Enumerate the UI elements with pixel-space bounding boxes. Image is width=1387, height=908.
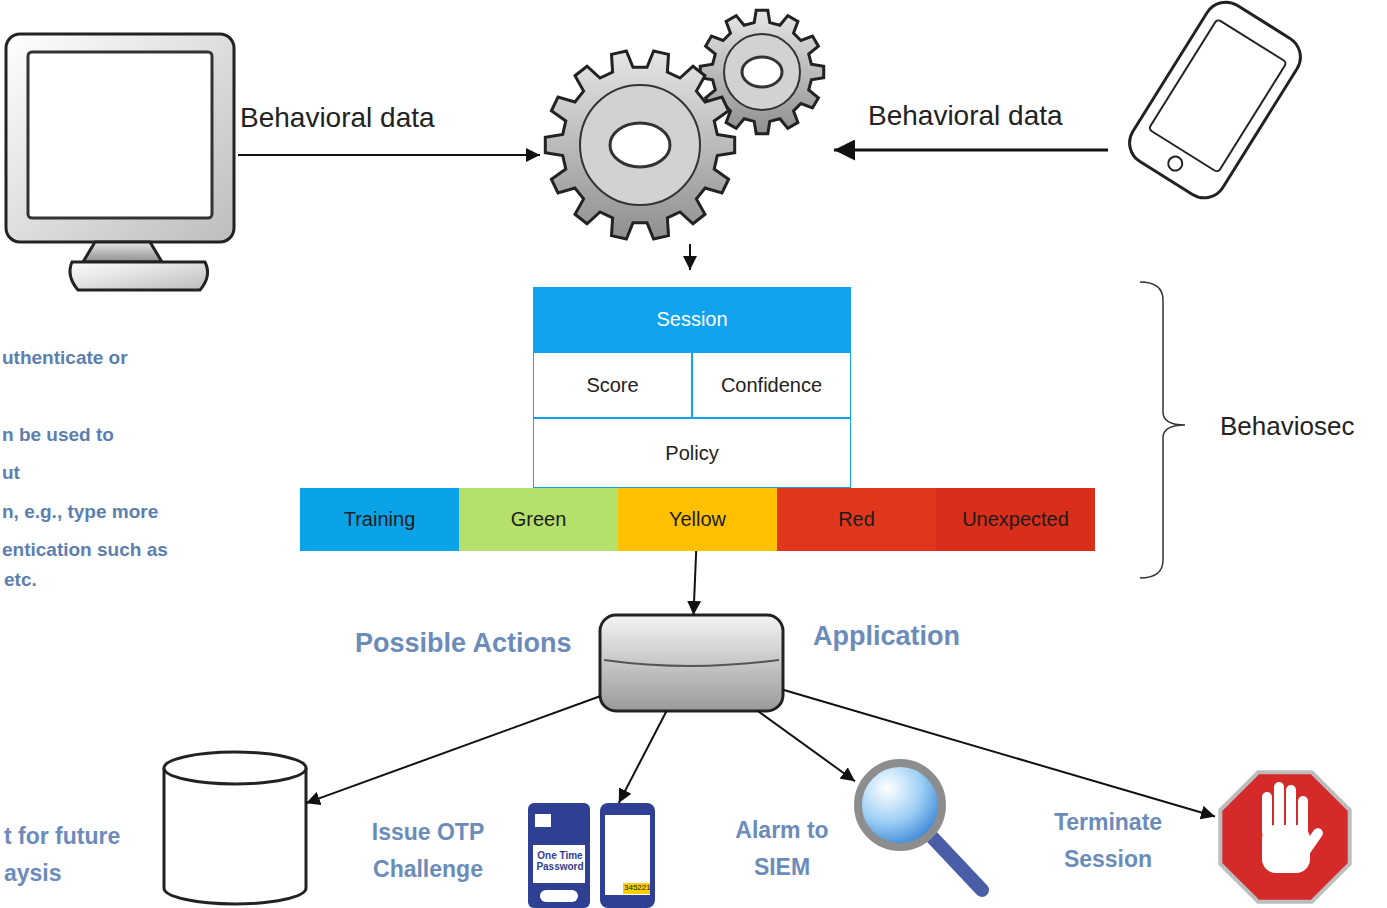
cell-text: Red xyxy=(838,508,875,531)
policy-band: Green xyxy=(459,488,618,551)
action-label: Application xyxy=(813,618,988,655)
cell-text: Score xyxy=(586,374,638,397)
policy-band: Yellow xyxy=(618,488,777,551)
action-arrow xyxy=(758,711,855,781)
confidence-cell: Confidence xyxy=(692,352,851,418)
cell-text: Session xyxy=(656,308,727,331)
monitor-icon xyxy=(6,34,234,290)
policy-cell: Policy xyxy=(533,418,851,488)
note-text: uthenticate or xyxy=(2,346,128,370)
policy-band: Red xyxy=(777,488,936,551)
flow-label: Possible Actions xyxy=(355,627,572,661)
flow-label: Behavioral data xyxy=(868,98,1063,133)
score-cell: Score xyxy=(533,352,692,418)
data-arrow xyxy=(238,150,1108,270)
database-icon xyxy=(164,752,306,904)
cell-text: Yellow xyxy=(669,508,726,531)
action-label: Alarm to SIEM xyxy=(723,812,841,886)
note-text: n be used to xyxy=(2,423,114,447)
cell-text: Unexpected xyxy=(962,508,1069,531)
phone-icon xyxy=(1121,0,1308,206)
otp-icon xyxy=(528,803,655,908)
terminate-node: Terminate Session xyxy=(1215,767,1355,907)
application-box xyxy=(600,615,783,711)
store-node: t for future aysis xyxy=(164,752,306,906)
action-arrow xyxy=(306,696,600,803)
action-label: Issue OTP Challenge xyxy=(363,814,493,888)
session-header: Session xyxy=(533,287,851,352)
action-arrow xyxy=(694,551,697,615)
action-label: Terminate Session xyxy=(1033,804,1183,878)
group-label: Behaviosec xyxy=(1220,410,1354,443)
icon-text: 345221 xyxy=(624,883,650,893)
action-arrow xyxy=(619,711,667,803)
action-label: t for future aysis xyxy=(4,818,144,892)
icon-text: One Time Password xyxy=(532,850,588,872)
note-text: etc. xyxy=(4,568,37,592)
policy-band: Unexpected xyxy=(936,488,1095,551)
policy-band: Training xyxy=(300,488,459,551)
note-text: n, e.g., type more xyxy=(2,500,158,524)
note-text: ut xyxy=(2,461,20,485)
stop-sign-icon xyxy=(1220,772,1349,901)
siem-node: Alarm to SIEM xyxy=(855,760,990,900)
bracket xyxy=(1140,282,1185,578)
gears-icon xyxy=(545,10,823,239)
cell-text: Green xyxy=(511,508,567,531)
flow-label: Behavioral data xyxy=(240,100,435,135)
magnifier-icon xyxy=(858,763,982,890)
note-text: entication such as xyxy=(2,538,168,562)
cell-text: Training xyxy=(344,508,416,531)
application-node: Application xyxy=(600,615,783,711)
cell-text: Confidence xyxy=(721,374,822,397)
action-arrow xyxy=(783,690,1215,817)
cell-text: Policy xyxy=(665,442,718,465)
